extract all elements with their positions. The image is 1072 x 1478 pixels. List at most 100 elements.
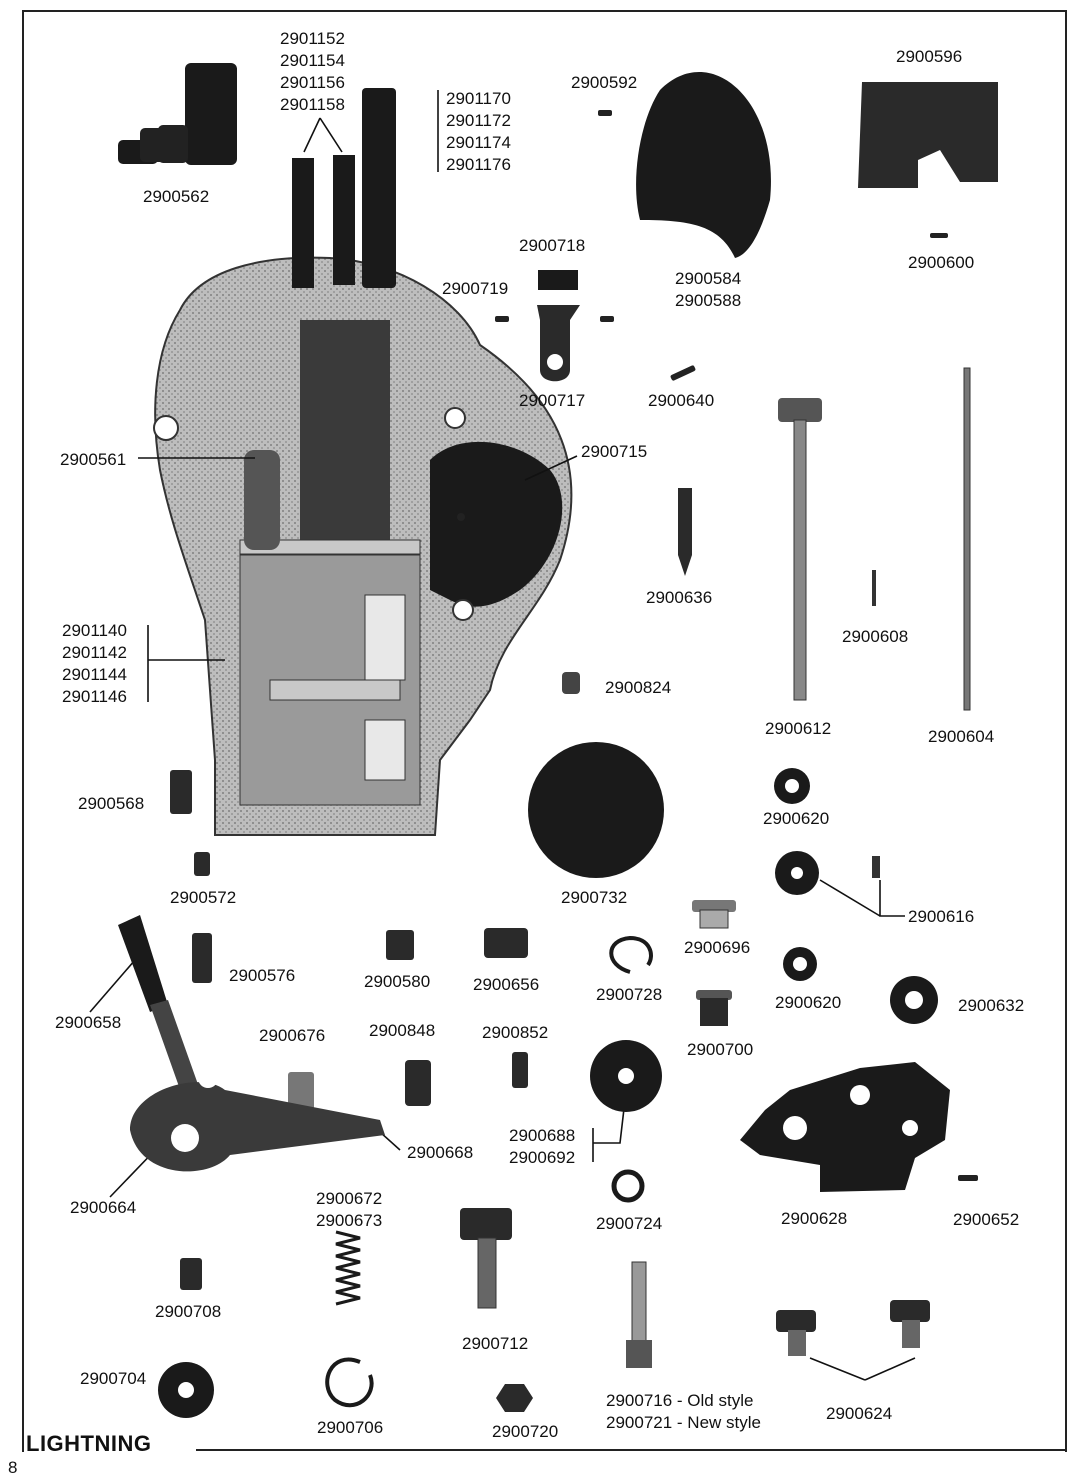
snap-ring-part — [325, 1357, 374, 1408]
pulley-part — [590, 1040, 662, 1112]
bracket-arm-part — [537, 305, 580, 382]
label-2900724: 2900724 — [596, 1214, 663, 1233]
label-2900708: 2900708 — [155, 1302, 222, 1321]
label-2900720: 2900720 — [492, 1422, 559, 1441]
label-2900715: 2900715 — [581, 442, 648, 461]
label-2900658: 2900658 — [55, 1013, 122, 1032]
brand-title: LIGHTNING — [26, 1431, 152, 1456]
screws-part — [495, 110, 978, 1181]
sealed-bearing-part — [158, 1362, 214, 1418]
label-2900604: 2900604 — [928, 727, 995, 746]
label-2900728: 2900728 — [596, 985, 663, 1004]
label-2900580: 2900580 — [364, 972, 431, 991]
label-2900572: 2900572 — [170, 888, 237, 907]
label-2900712: 2900712 — [462, 1334, 529, 1353]
label-2900696: 2900696 — [684, 938, 751, 957]
small-bushing-part — [562, 672, 580, 694]
label-2900732: 2900732 — [561, 888, 628, 907]
label-2900616: 2900616 — [908, 907, 975, 926]
label-2900718: 2900718 — [519, 236, 586, 255]
label-2900716-old-style: 2900716 - Old style — [606, 1391, 754, 1410]
part-number: 2901140 — [62, 621, 127, 640]
large-disc-part — [528, 742, 664, 878]
spring-part — [335, 1230, 361, 1306]
curved-cover-part — [636, 72, 771, 259]
label-2900636: 2900636 — [646, 588, 713, 607]
label-2900584: 2900584 — [675, 269, 742, 288]
page-frame — [22, 10, 1067, 1452]
lever-part — [118, 915, 385, 1172]
hex-nut-part — [496, 1384, 533, 1412]
label-2900624: 2900624 — [826, 1404, 893, 1423]
vertical-shafts-part — [292, 88, 396, 288]
part-number: 2901170 — [446, 89, 511, 108]
label-2900596: 2900596 — [896, 47, 963, 66]
part-number: 2901144 — [62, 665, 127, 684]
label-2900704: 2900704 — [80, 1369, 147, 1388]
label-2900652: 2900652 — [953, 1210, 1020, 1229]
gear-plate-part — [740, 1062, 950, 1192]
part-number: 2901156 — [280, 73, 345, 92]
label-2900673: 2900673 — [316, 1211, 383, 1230]
e-clip-part — [609, 935, 653, 974]
mounting-plate-part — [858, 82, 998, 188]
label-2900852: 2900852 — [482, 1023, 549, 1042]
label-2900640: 2900640 — [648, 391, 715, 410]
label-2900576: 2900576 — [229, 966, 296, 985]
label-2900620: 2900620 — [763, 809, 830, 828]
small-gears-part — [776, 1300, 930, 1356]
label-2900632: 2900632 — [958, 996, 1025, 1015]
label-2900700: 2900700 — [687, 1040, 754, 1059]
collar-part — [775, 851, 880, 895]
label-2900600: 2900600 — [908, 253, 975, 272]
gearbox-body-part — [153, 256, 573, 836]
label-2900676: 2900676 — [259, 1026, 326, 1045]
cylinder-spacers-part — [118, 63, 237, 165]
gear-shaft-part — [460, 1208, 512, 1309]
label-2900592: 2900592 — [571, 73, 638, 92]
label-2900608: 2900608 — [842, 627, 909, 646]
label-2900656: 2900656 — [473, 975, 540, 994]
flanged-bushing-part — [692, 900, 736, 1026]
label-2900688: 2900688 — [509, 1126, 576, 1145]
part-number: 2901152 — [280, 29, 345, 48]
part-number: 2901154 — [280, 51, 345, 70]
part-number: 2901172 — [446, 111, 511, 130]
label-2900719: 2900719 — [442, 279, 509, 298]
part-number: 2901146 — [62, 687, 127, 706]
bracket-clip-part — [538, 270, 578, 290]
pin-part — [872, 570, 876, 606]
part-number: 2901176 — [446, 155, 511, 174]
stack-label-tubes: 2901152 2901154 2901156 2901158 — [280, 28, 345, 116]
bushings-part — [170, 770, 528, 1290]
label-2900692: 2900692 — [509, 1148, 576, 1167]
pointer-part — [678, 488, 692, 576]
long-rod-part — [963, 367, 971, 711]
label-2900561: 2900561 — [60, 450, 127, 469]
label-2900672: 2900672 — [316, 1189, 383, 1208]
cam-part — [890, 976, 938, 1024]
label-2900588: 2900588 — [675, 291, 742, 310]
label-2900620: 2900620 — [775, 993, 842, 1012]
label-2900721-new-style: 2900721 - New style — [606, 1413, 761, 1432]
part-number: 2901158 — [280, 95, 345, 114]
page-number: 8 — [8, 1458, 18, 1477]
label-2900628: 2900628 — [781, 1209, 848, 1228]
label-2900824: 2900824 — [605, 678, 672, 697]
stack-label-bodies: 2901140 2901142 2901144 2901146 — [62, 620, 127, 708]
label-2900706: 2900706 — [317, 1418, 384, 1437]
label-2900717: 2900717 — [519, 391, 586, 410]
stack-label-shafts: 2901170 2901172 2901174 2901176 — [446, 88, 511, 176]
bottom-rule — [196, 1449, 1065, 1451]
label-2900562: 2900562 — [143, 187, 210, 206]
label-2900612: 2900612 — [765, 719, 832, 738]
label-2900664: 2900664 — [70, 1198, 137, 1217]
threaded-stud-part — [626, 1261, 652, 1368]
label-2900668: 2900668 — [407, 1143, 474, 1162]
part-number: 2901174 — [446, 133, 511, 152]
label-2900568: 2900568 — [78, 794, 145, 813]
washer-part — [774, 768, 817, 981]
label-2900848: 2900848 — [369, 1021, 436, 1040]
geared-shaft-part — [778, 398, 822, 701]
